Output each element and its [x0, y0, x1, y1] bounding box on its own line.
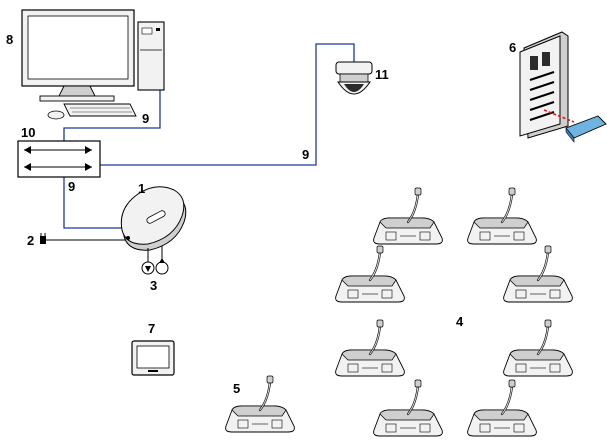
callout-1: 1 — [138, 181, 145, 196]
desktop-pc-icon — [22, 10, 164, 119]
touch-panel-icon — [132, 341, 174, 375]
central-control-unit-icon — [121, 187, 185, 250]
callout-3: 3 — [150, 278, 157, 293]
nfc-card-encoder-icon — [520, 32, 606, 142]
callout-5: 5 — [233, 381, 240, 396]
discussion-device-icon — [374, 380, 443, 436]
discussion-device-icon — [468, 188, 537, 244]
callout-9-ccu: 9 — [68, 179, 75, 194]
discussion-device-icon — [336, 246, 405, 302]
callout-2: 2 — [27, 233, 34, 248]
callout-9-pc: 9 — [142, 111, 149, 126]
discussion-device-icon — [468, 380, 537, 436]
callout-10: 10 — [21, 125, 35, 140]
callout-4: 4 — [456, 314, 464, 329]
callout-8: 8 — [6, 32, 13, 47]
discussion-device-icon — [374, 188, 443, 244]
discussion-device-icon — [336, 320, 405, 376]
dome-camera-icon — [336, 62, 372, 94]
callout-11: 11 — [375, 67, 389, 82]
power-plug-icon — [40, 233, 126, 244]
callout-9-camera: 9 — [302, 147, 309, 162]
discussion-device-icon — [504, 246, 573, 302]
network-switch-icon — [18, 141, 100, 177]
discussion-devices-group — [336, 188, 573, 436]
callout-7: 7 — [148, 321, 155, 336]
callout-6: 6 — [509, 40, 516, 55]
discussion-device-icon — [504, 320, 573, 376]
